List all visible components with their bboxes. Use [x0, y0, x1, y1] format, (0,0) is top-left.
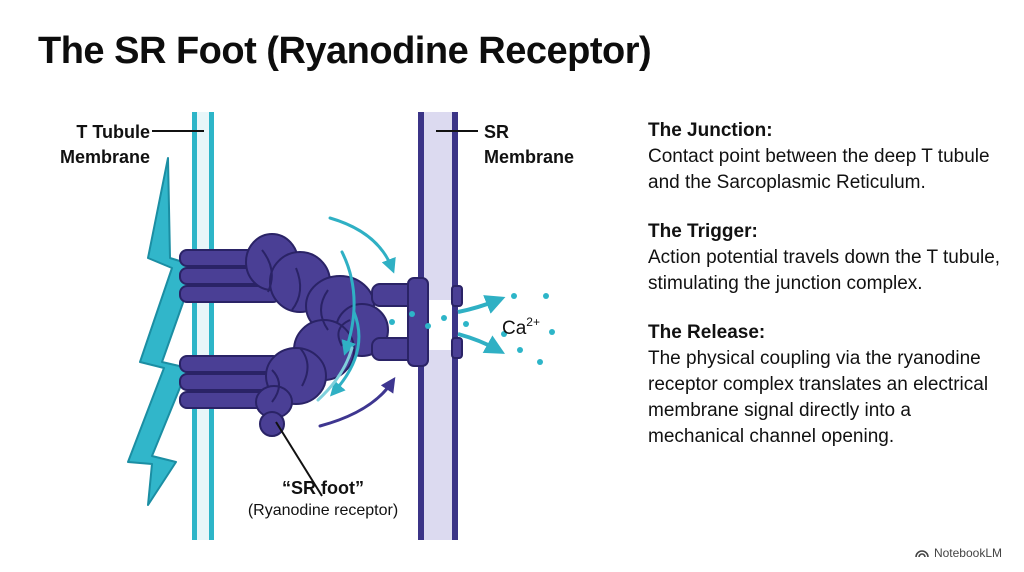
diagram: Ca2+ T Tubule Membrane SR Membrane “SR f…	[0, 100, 620, 560]
section-heading: The Junction:	[648, 120, 773, 141]
brand-watermark: NotebookLM	[915, 546, 1002, 560]
notebooklm-logo-icon	[915, 550, 929, 558]
explanation-column: The Junction: Contact point between the …	[648, 118, 1008, 473]
section-body: The physical coupling via the ryanodine …	[648, 348, 989, 447]
foot-pointer-line	[275, 421, 323, 497]
sr-foot-label: “SR foot” (Ryanodine receptor)	[218, 478, 428, 520]
page-title: The SR Foot (Ryanodine Receptor)	[38, 30, 652, 72]
section-body: Contact point between the deep T tubule …	[648, 146, 990, 193]
sr-label-line1: SR	[484, 122, 510, 142]
section-heading: The Release:	[648, 322, 766, 343]
section-release: The Release: The physical coupling via t…	[648, 320, 1008, 450]
t-tubule-membrane	[192, 112, 214, 540]
brand-name: NotebookLM	[933, 546, 1002, 560]
section-junction: The Junction: Contact point between the …	[648, 118, 1008, 196]
diagram-svg: Ca2+	[127, 112, 555, 540]
t-tubule-label: T Tubule Membrane	[38, 120, 150, 170]
section-body: Action potential travels down the T tubu…	[648, 247, 1001, 294]
section-heading: The Trigger:	[648, 221, 758, 242]
sr-label-line2: Membrane	[484, 147, 575, 167]
ion-label: Ca2+	[502, 315, 540, 339]
lightning-bolt-icon	[127, 157, 197, 506]
t-tubule-label-line1: T Tubule	[76, 122, 150, 142]
calcium-release	[389, 293, 555, 365]
sr-label: SR Membrane	[484, 120, 574, 170]
receptor-detail-lines	[261, 249, 351, 403]
flow-arrows	[316, 216, 396, 428]
section-trigger: The Trigger: Action potential travels do…	[648, 219, 1008, 297]
t-tubule-label-line2: Membrane	[59, 147, 150, 167]
sr-foot-title: “SR foot”	[282, 478, 364, 498]
sr-foot-subtitle: (Ryanodine receptor)	[247, 502, 399, 519]
